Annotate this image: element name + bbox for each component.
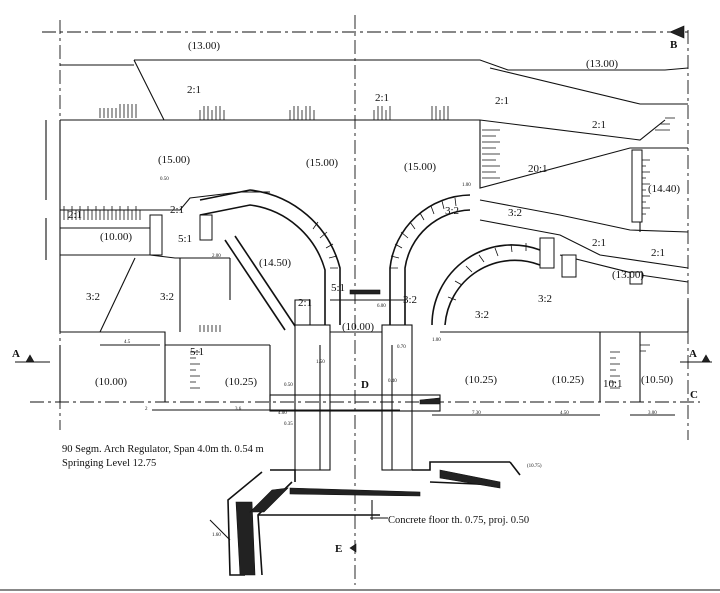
level-bottom-left2: (10.25) xyxy=(225,376,257,388)
level-bottom-left: (10.00) xyxy=(95,376,127,388)
drawing-notes: 90 Segm. Arch Regulator, Span 4.0m th. 0… xyxy=(62,444,529,526)
dim-6: 3.00 xyxy=(648,411,657,416)
slope-9: 3:2 xyxy=(445,205,459,217)
level-right-bank: (14.40) xyxy=(648,183,680,195)
section-c: C xyxy=(690,389,698,401)
level-bottom-right1: (10.25) xyxy=(465,374,497,386)
section-e: E xyxy=(335,543,342,555)
dim-2: 2 xyxy=(145,407,148,412)
slope-13: 2:1 xyxy=(592,237,606,249)
dim-14: 6.00 xyxy=(377,304,386,309)
slope-20: 10:1 xyxy=(603,378,623,390)
section-letters: A A B C D E xyxy=(12,39,698,555)
slope-7: 2:1 xyxy=(170,204,184,216)
slope-hatching xyxy=(59,104,675,389)
slope-18: 3:2 xyxy=(538,293,552,305)
dim-4: 7.30 xyxy=(472,411,481,416)
level-mid-left: (15.00) xyxy=(158,154,190,166)
dim-18: 1.60 xyxy=(212,533,221,538)
section-markers xyxy=(15,25,712,553)
section-d: D xyxy=(361,379,369,391)
dim-1: 4.5 xyxy=(124,340,131,345)
level-bottom-right3: (10.50) xyxy=(641,374,673,386)
slope-1: 2:1 xyxy=(187,84,201,96)
level-mid-right: (15.00) xyxy=(404,161,436,173)
slope-8: 5:1 xyxy=(178,233,192,245)
slope-5: 20:1 xyxy=(528,163,548,175)
slope-11: 3:2 xyxy=(86,291,100,303)
dim-8: 1.00 xyxy=(462,183,471,188)
arch-note-line1: 90 Segm. Arch Regulator, Span 4.0m th. 0… xyxy=(62,444,264,455)
level-left-channel: (10.00) xyxy=(100,231,132,243)
slope-3: 2:1 xyxy=(495,95,509,107)
slope-12: 3:2 xyxy=(160,291,174,303)
slope-17: 3:2 xyxy=(475,309,489,321)
level-right-lower: (13.00) xyxy=(612,269,644,281)
section-b: B xyxy=(670,39,678,51)
slope-19: 5:1 xyxy=(190,346,204,358)
dim-16: 0.35 xyxy=(284,422,293,427)
slope-15: 5:1 xyxy=(331,282,345,294)
dim-9: 2.00 xyxy=(212,254,221,259)
dimension-lines xyxy=(45,120,675,541)
level-top-left: (13.00) xyxy=(188,40,220,52)
slope-4: 2:1 xyxy=(592,119,606,131)
masonry-blocks xyxy=(149,149,643,285)
level-left-island: (14.50) xyxy=(259,257,291,269)
slope-21: 2:1 xyxy=(651,247,665,259)
section-a-left: A xyxy=(12,348,20,360)
level-top-right: (13.00) xyxy=(586,58,618,70)
dim-11: 0.70 xyxy=(397,345,406,350)
regulator-structure xyxy=(269,289,521,486)
level-mid-center: (15.00) xyxy=(306,157,338,169)
section-a-right: A xyxy=(689,348,697,360)
slope-10: 3:2 xyxy=(508,207,522,219)
site-outline xyxy=(59,59,689,402)
level-bottom-right2: (10.25) xyxy=(552,374,584,386)
dim-12: 0.50 xyxy=(284,383,293,388)
dim-10: 1.50 xyxy=(316,360,325,365)
concrete-floor-note: Concrete floor th. 0.75, proj. 0.50 xyxy=(388,515,529,526)
slope-16: 3:2 xyxy=(403,294,417,306)
dim-13: 4.00 xyxy=(278,411,287,416)
dimension-texts: 4.5 2 3.6 7.30 4.50 3.00 0.50 1.00 2.00 … xyxy=(124,177,657,538)
wing-walls xyxy=(199,189,541,331)
dim-5: 4.50 xyxy=(560,411,569,416)
slope-labels: 2:1 2:1 2:1 2:1 20:1 2:1 2:1 5:1 3:2 3:2… xyxy=(68,84,665,390)
downstream-chute xyxy=(227,469,501,576)
slope-2: 2:1 xyxy=(375,92,389,104)
dim-7: 0.50 xyxy=(160,177,169,182)
level-labels: (13.00) (13.00) (15.00) (15.00) (15.00) … xyxy=(95,40,680,469)
dim-15: 1.00 xyxy=(432,338,441,343)
arch-note-line2: Springing Level 12.75 xyxy=(62,458,156,469)
slope-14: 2:1 xyxy=(298,297,312,309)
dim-3: 3.6 xyxy=(235,407,242,412)
slope-6: 2:1 xyxy=(68,209,82,221)
dim-17: 0.40 xyxy=(388,379,397,384)
level-center-bay: (10.00) xyxy=(342,321,374,333)
level-small-right: (10.75) xyxy=(527,464,542,469)
